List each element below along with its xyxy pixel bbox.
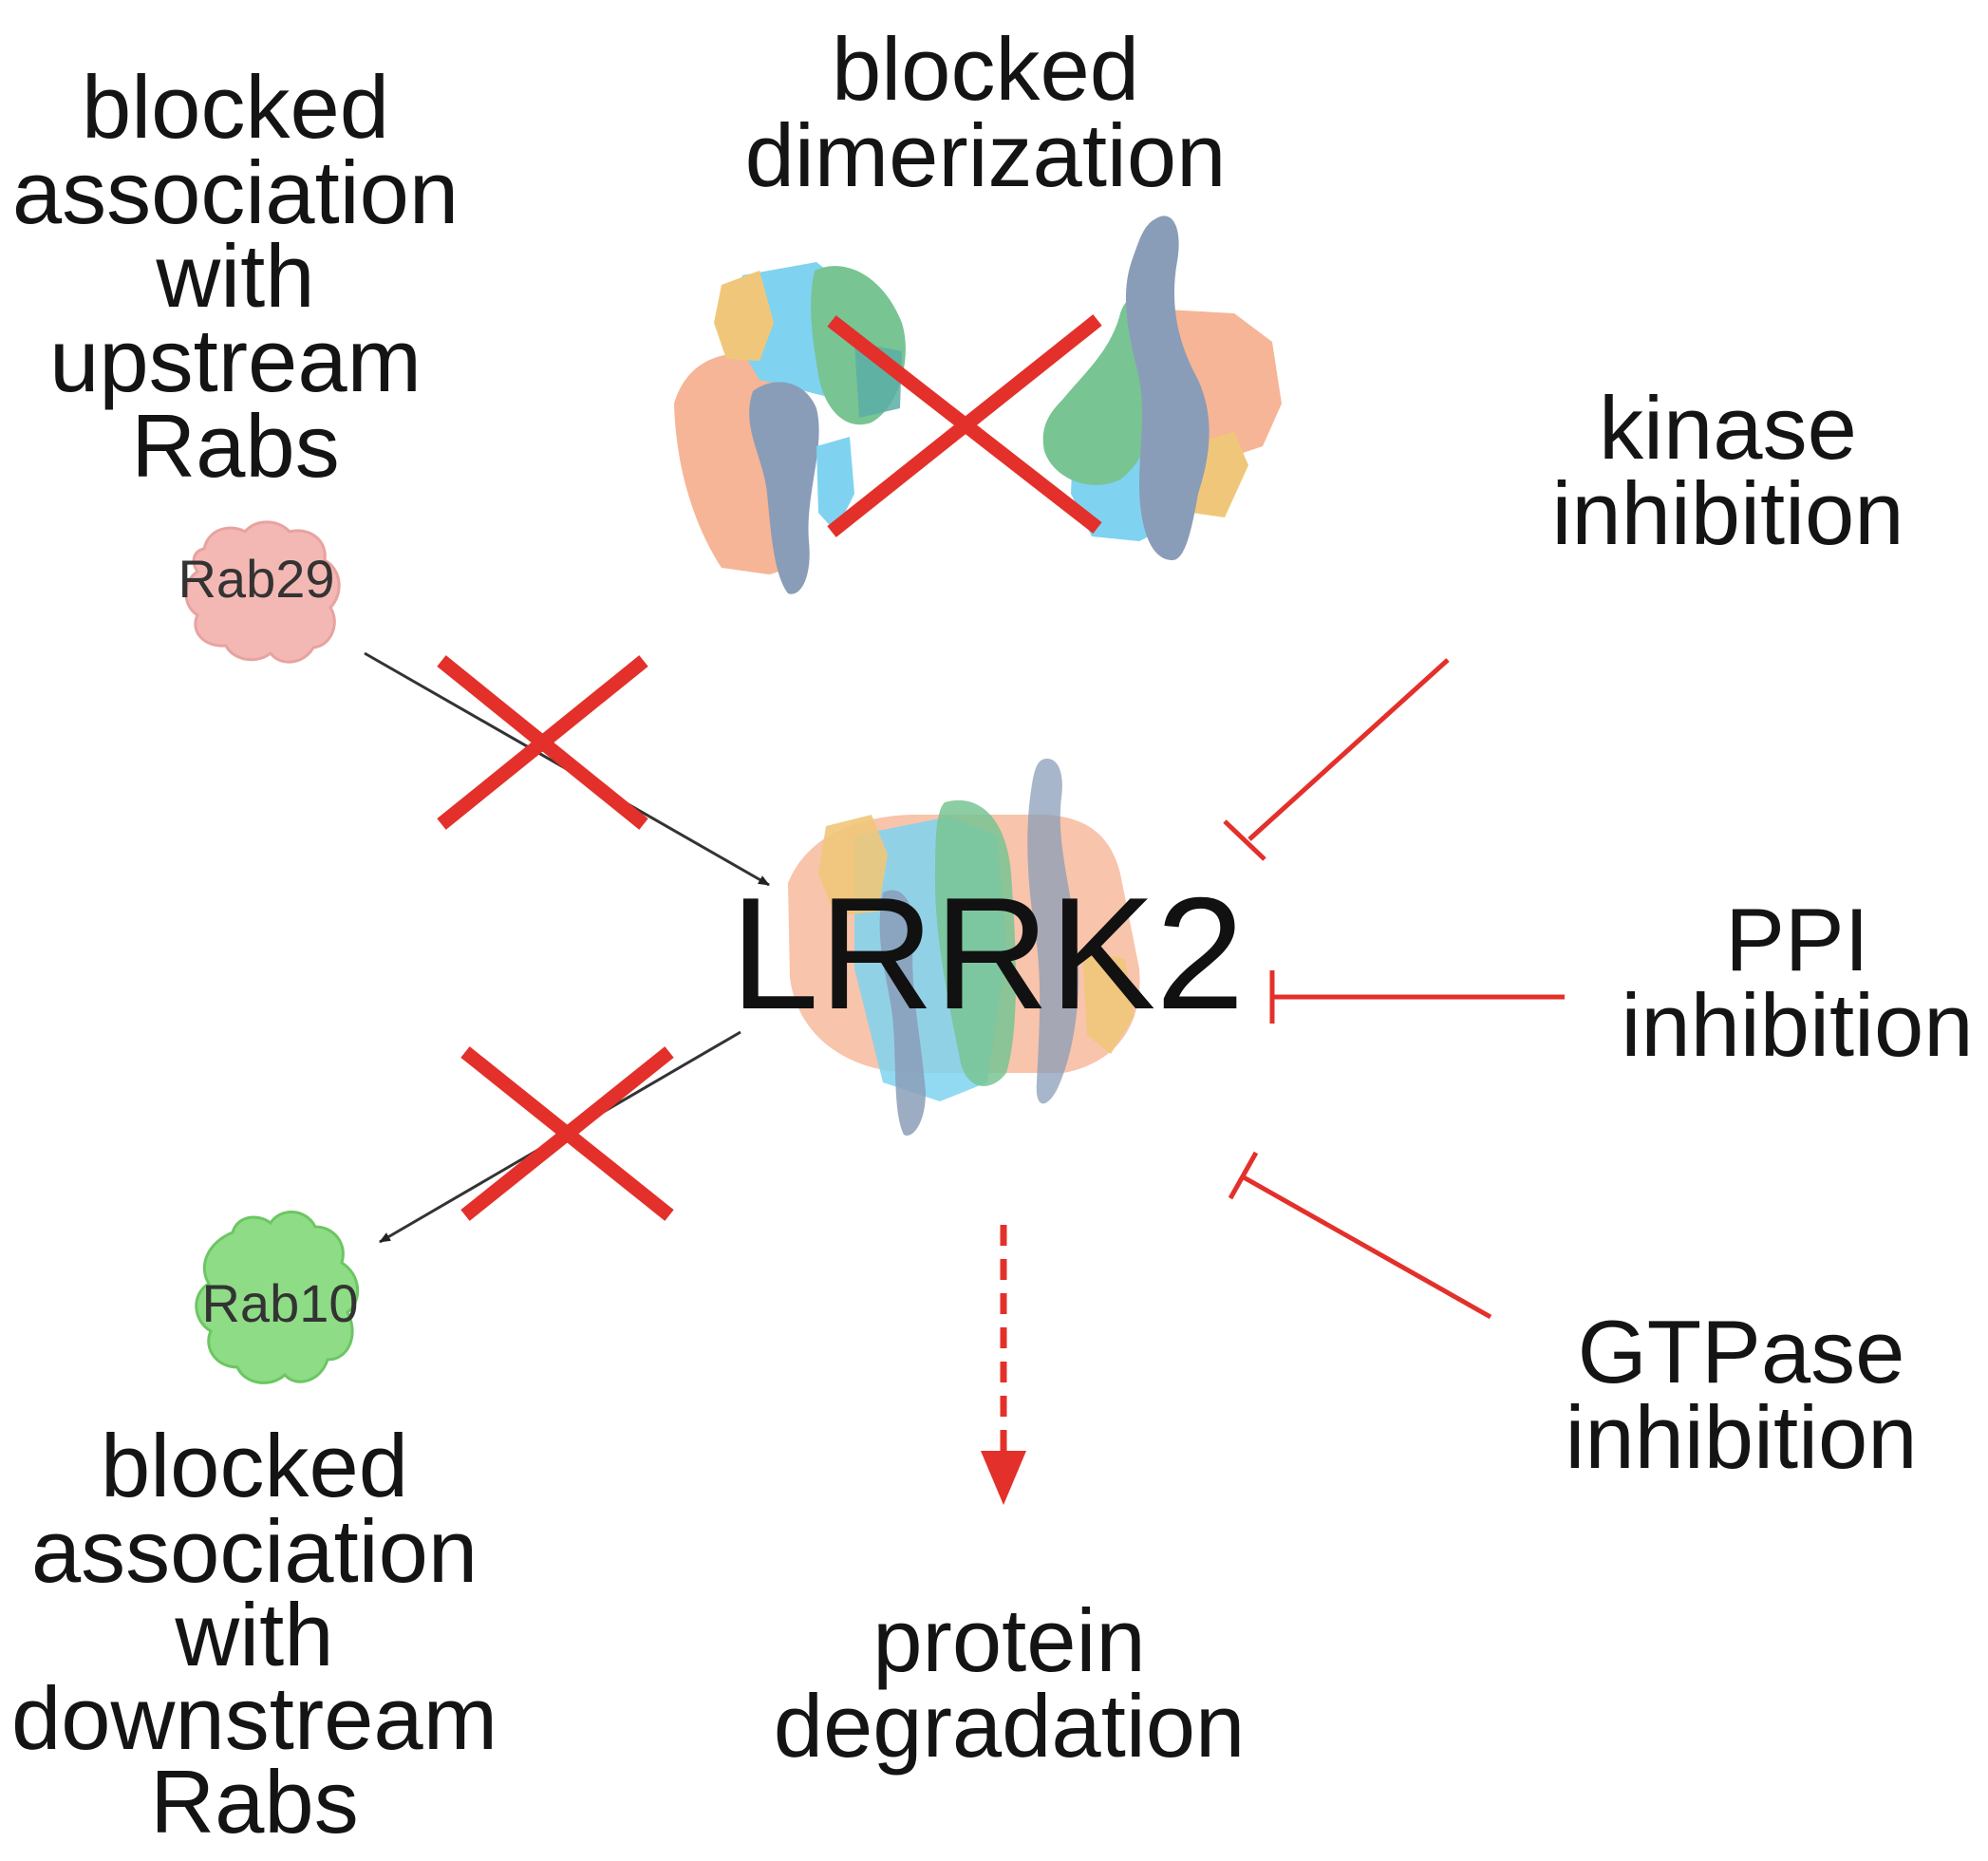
rab10-label: Rab10 — [201, 1273, 358, 1333]
upstream-caption-line-5: Rabs — [131, 396, 339, 496]
rab29-label: Rab29 — [178, 549, 334, 609]
downstream-caption-line-1: blocked — [101, 1416, 408, 1515]
upstream-caption-line-2: association — [12, 142, 459, 242]
gtpase-inhibition-bar — [1228, 1151, 1492, 1320]
gtpase-caption-line-2: inhibition — [1565, 1387, 1917, 1487]
dimerization-caption: blocked dimerization — [745, 19, 1227, 205]
downstream-caption-line-4: downstream — [11, 1668, 497, 1768]
degradation-caption-line-2: degradation — [774, 1676, 1246, 1776]
ppi-caption-line-1: PPI — [1725, 890, 1869, 989]
kinase-caption: kinase inhibition — [1551, 378, 1904, 563]
rab29-protein: Rab29 — [178, 520, 341, 664]
degradation-caption-line-1: protein — [872, 1590, 1145, 1690]
kinase-inhibition-bar — [1223, 658, 1450, 861]
degradation-caption: protein degradation — [774, 1590, 1246, 1776]
gtpase-caption: GTPase inhibition — [1565, 1302, 1917, 1487]
ppi-caption-line-2: inhibition — [1621, 975, 1973, 1075]
degradation-arrow — [981, 1225, 1026, 1505]
dimerization-caption-line-1: blocked — [832, 19, 1139, 119]
lrrk2-monomer-illustration — [788, 759, 1140, 1136]
upstream-caption-line-3: with — [155, 226, 314, 326]
dimerization-caption-line-2: dimerization — [745, 105, 1227, 205]
downstream-caption-line-3: with — [174, 1585, 333, 1684]
downstream-caption-line-5: Rabs — [150, 1752, 358, 1852]
lrrk2-label: LRRK2 — [730, 864, 1245, 1043]
lrrk2-dimer-illustration — [674, 216, 1282, 594]
ppi-caption: PPI inhibition — [1621, 890, 1973, 1075]
upstream-caption-line-1: blocked — [82, 57, 389, 157]
kinase-caption-line-2: inhibition — [1551, 463, 1904, 563]
kinase-caption-line-1: kinase — [1599, 378, 1857, 478]
ppi-inhibition-bar — [1269, 970, 1565, 1024]
downstream-caption: blocked association with downstream Rabs — [11, 1416, 497, 1852]
upstream-caption-line-4: upstream — [49, 310, 422, 410]
downstream-block-x — [460, 1046, 674, 1221]
upstream-block-x — [437, 655, 648, 830]
upstream-caption: blocked association with upstream Rabs — [12, 57, 459, 496]
rab10-protein: Rab10 — [195, 1211, 360, 1384]
gtpase-caption-line-1: GTPase — [1578, 1302, 1905, 1401]
downstream-caption-line-2: association — [31, 1501, 478, 1601]
